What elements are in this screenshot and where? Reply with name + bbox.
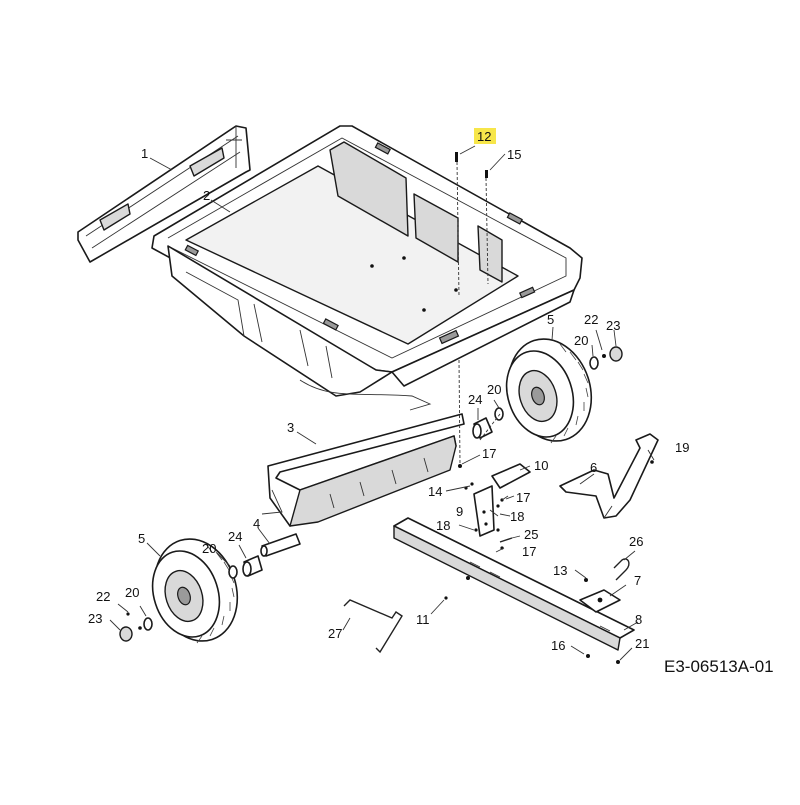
callout-1: 1: [141, 146, 148, 161]
part-rod: [343, 599, 403, 654]
callout-20-c: 20: [202, 541, 216, 556]
callout-22-b: 22: [96, 589, 110, 604]
part-hitch: [579, 558, 630, 613]
callout-18-b: 18: [510, 509, 524, 524]
part-bracket-6: [559, 433, 659, 519]
callout-5-left: 5: [138, 531, 145, 546]
callout-20-a: 20: [574, 333, 588, 348]
wheel-right: [505, 338, 593, 444]
callout-17-c: 17: [522, 544, 536, 559]
diagram-code: E3-06513A-01: [664, 657, 774, 676]
callout-20-d: 20: [125, 585, 139, 600]
callout-27: 27: [328, 626, 342, 641]
wheel-left: [151, 538, 239, 644]
callout-9: 9: [456, 504, 463, 519]
callout-23-b: 23: [88, 611, 102, 626]
callout-4: 4: [253, 516, 260, 531]
callout-14: 14: [428, 484, 442, 499]
leader-lines: [109, 145, 655, 661]
callout-7: 7: [634, 573, 641, 588]
callout-22-a: 22: [584, 312, 598, 327]
callout-24-b: 24: [228, 529, 242, 544]
hardware: [119, 346, 623, 642]
part-dump-bed: [151, 125, 583, 397]
assembly-lines: [456, 161, 501, 465]
part-bed-rail: [261, 379, 465, 527]
callout-23-a: 23: [606, 318, 620, 333]
callout-25: 25: [524, 527, 538, 542]
part-axle: [260, 533, 301, 557]
callout-5-right: 5: [547, 312, 554, 327]
callout-26: 26: [629, 534, 643, 549]
callout-3: 3: [287, 420, 294, 435]
part-drawbar: [393, 517, 635, 651]
callout-13: 13: [553, 563, 567, 578]
callout-12: 12: [477, 129, 491, 144]
callout-16: 16: [551, 638, 565, 653]
callout-20-b: 20: [487, 382, 501, 397]
callout-21: 21: [635, 636, 649, 651]
callout-8: 8: [635, 612, 642, 627]
part-bracket-10: [473, 463, 531, 537]
callout-15: 15: [507, 147, 521, 162]
callouts: 1 2 3 4 5 5 6 7 8 9 10 11 12 13 14 15 16…: [88, 129, 689, 653]
callout-17-a: 17: [482, 446, 496, 461]
callout-17-b: 17: [516, 490, 530, 505]
callout-2: 2: [203, 188, 210, 203]
highlight-box: [474, 128, 496, 144]
callout-18-a: 18: [436, 518, 450, 533]
callout-24-a: 24: [468, 392, 482, 407]
callout-19: 19: [675, 440, 689, 455]
callout-11: 11: [416, 612, 430, 627]
callout-10: 10: [534, 458, 548, 473]
part-tailgate: [77, 125, 251, 263]
callout-6: 6: [590, 460, 597, 475]
